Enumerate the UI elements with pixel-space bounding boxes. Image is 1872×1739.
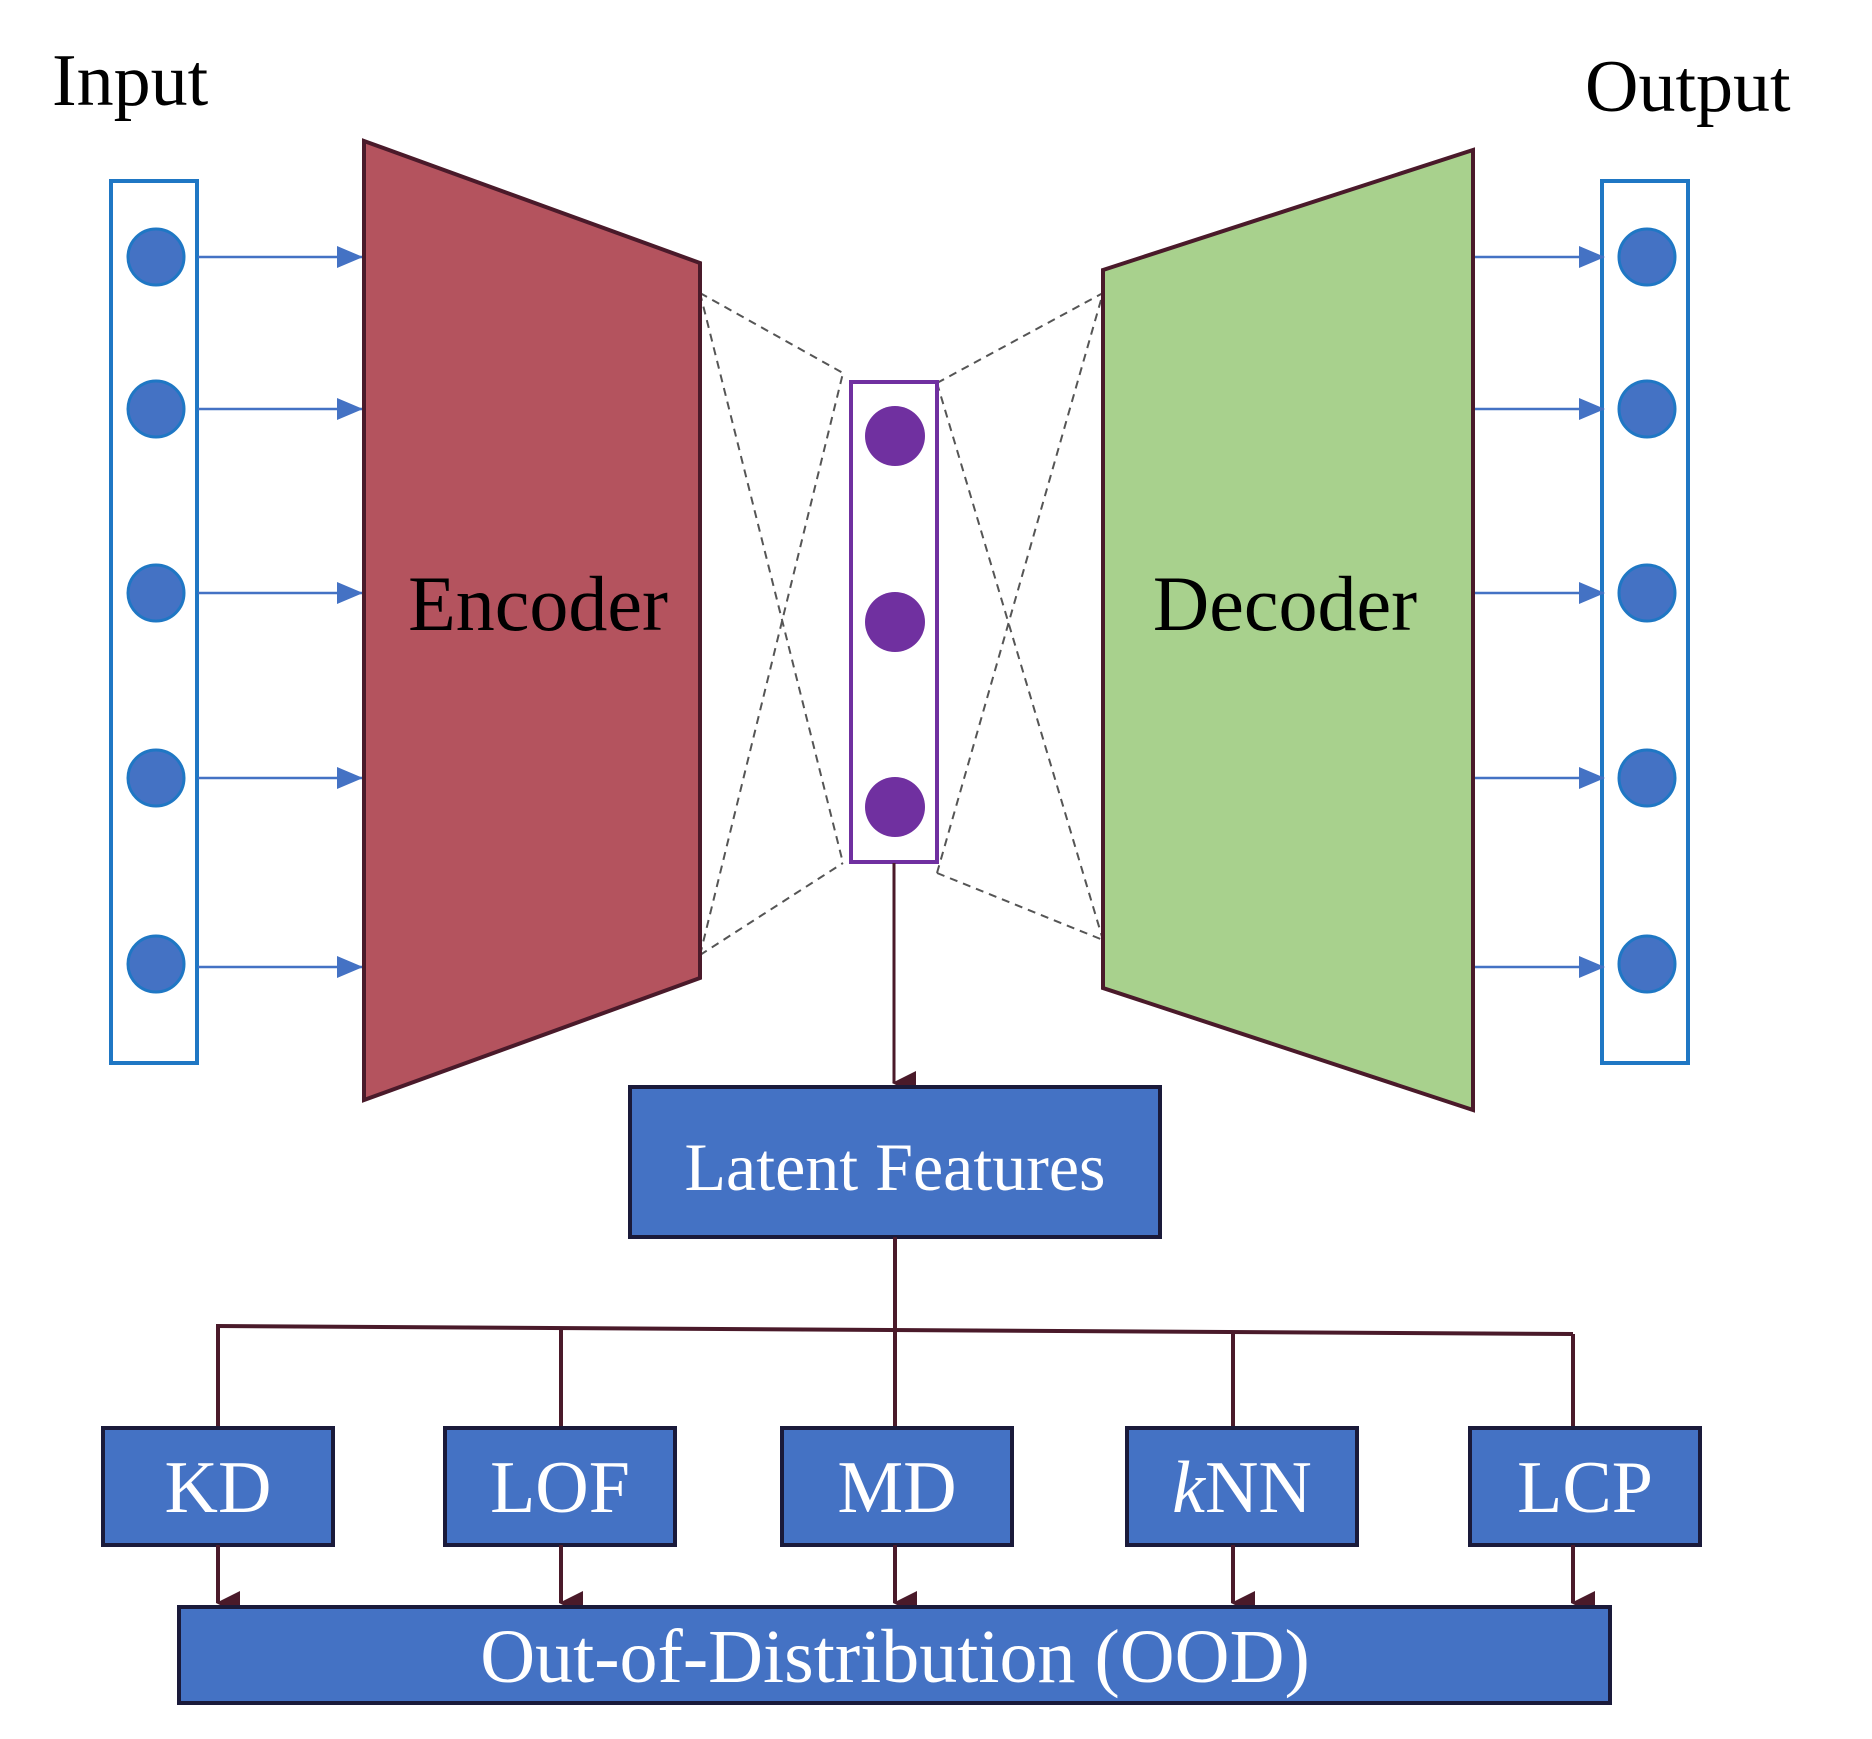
method-label-knn: kNN — [1172, 1447, 1312, 1529]
decoder-block — [1101, 147, 1475, 1113]
method-boxes: KD LOF MD kNN LCP — [101, 1426, 1702, 1547]
input-node — [126, 934, 186, 994]
method-label-kd: KD — [165, 1447, 272, 1529]
latent-node — [865, 777, 925, 837]
method-to-ood-arrows — [216, 1545, 1595, 1615]
output-arrows — [1472, 246, 1605, 978]
latent-features-box — [628, 1085, 1162, 1239]
bottleneck-dashes — [699, 292, 1104, 956]
ood-label: Out-of-Distribution (OOD) — [480, 1615, 1310, 1699]
branch-lines — [215, 1237, 1575, 1428]
output-node — [1617, 379, 1677, 439]
encoder-label: Encoder — [408, 560, 668, 647]
output-node — [1617, 227, 1677, 287]
latent-nodes — [865, 406, 925, 837]
encoder-block — [362, 138, 702, 1103]
input-node — [126, 563, 186, 623]
output-node — [1617, 563, 1677, 623]
input-layer-frame — [109, 179, 199, 1065]
input-arrows — [198, 246, 363, 978]
output-label: Output — [1585, 46, 1791, 128]
output-layer-frame — [1600, 179, 1690, 1065]
output-nodes — [1617, 227, 1677, 994]
ood-box — [177, 1605, 1612, 1705]
method-label-lof: LOF — [490, 1447, 630, 1529]
method-box-lcp — [1468, 1426, 1702, 1547]
method-label-lcp: LCP — [1517, 1447, 1653, 1529]
latent-features-label: Latent Features — [684, 1129, 1105, 1205]
method-box-lof — [443, 1426, 677, 1547]
output-node — [1617, 748, 1677, 808]
method-box-md — [780, 1426, 1014, 1547]
latent-node — [865, 406, 925, 466]
decoder-label: Decoder — [1153, 560, 1417, 647]
input-node — [126, 379, 186, 439]
input-label: Input — [52, 40, 209, 122]
latent-node — [865, 592, 925, 652]
method-label-md: MD — [837, 1447, 956, 1529]
output-node — [1617, 934, 1677, 994]
input-node — [126, 227, 186, 287]
method-box-knn — [1125, 1426, 1359, 1547]
input-nodes — [126, 227, 186, 994]
input-node — [126, 748, 186, 808]
